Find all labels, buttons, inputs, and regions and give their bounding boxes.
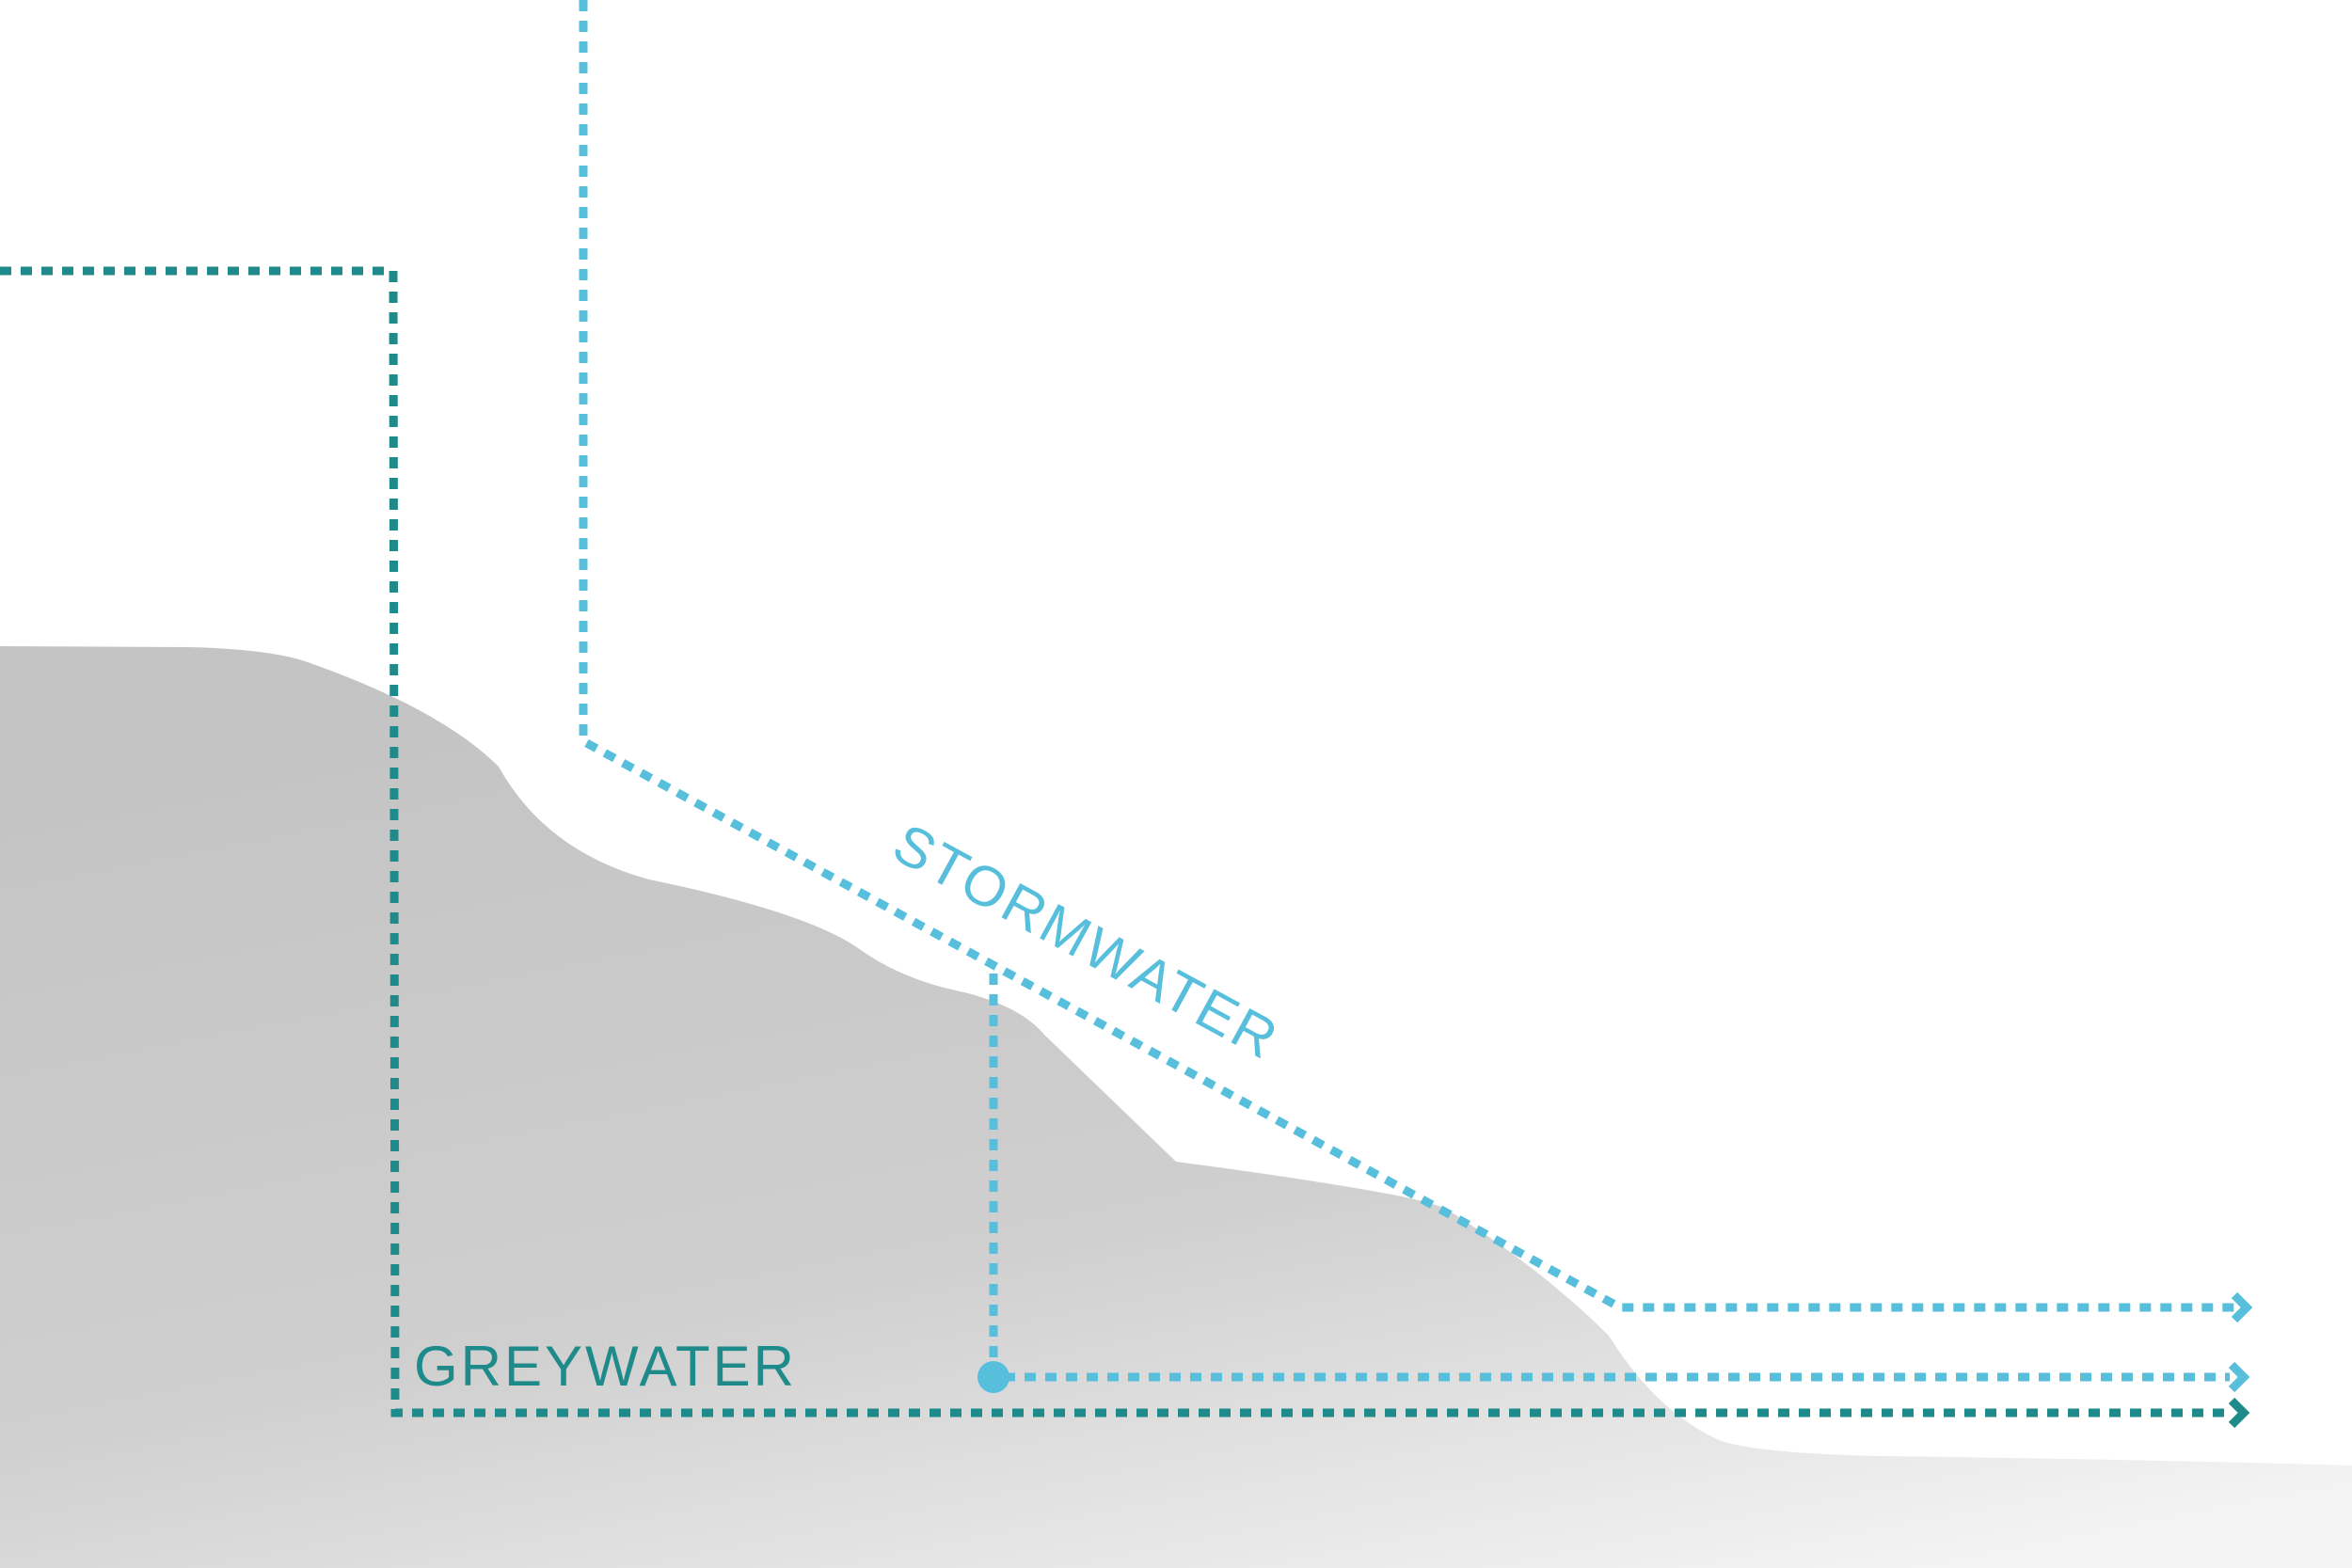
stormwater-line xyxy=(579,0,2234,1312)
greywater-arrow-icon xyxy=(2228,1397,2250,1429)
greywater-label: GREYWATER xyxy=(414,1335,797,1398)
hillside-ground xyxy=(0,646,2352,1568)
stormwater-junction-dot-icon xyxy=(977,1361,1009,1393)
greywater-line xyxy=(0,266,2230,1418)
stormwater-arrow-icon xyxy=(2231,1291,2253,1323)
stormwater-branch-arrow-icon xyxy=(2228,1361,2250,1393)
